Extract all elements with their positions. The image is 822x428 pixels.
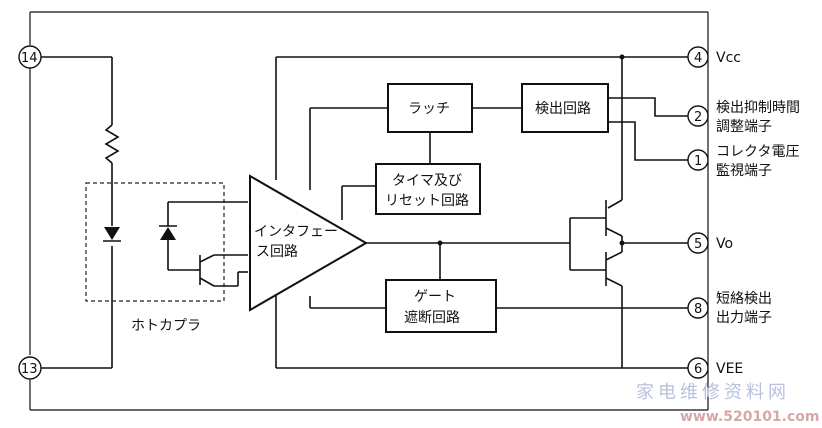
pin-6: 6: [687, 357, 709, 379]
detect-label: 検出回路: [535, 101, 591, 117]
svg-text:8: 8: [694, 302, 702, 317]
watermark-url: www.520101.com: [680, 409, 820, 425]
label-detect-time-2: 調整端子: [716, 119, 772, 135]
interface-label-2: ス回路: [256, 244, 298, 260]
internal-wiring: [309, 107, 688, 309]
latch-label: ラッチ: [408, 101, 450, 117]
pin-1: 1: [687, 149, 709, 171]
gate-block: [385, 279, 497, 333]
svg-text:6: 6: [694, 362, 702, 377]
detect-block: [521, 83, 609, 133]
svg-text:2: 2: [694, 110, 702, 125]
pin-13: 13: [18, 356, 42, 380]
latch-block: [387, 83, 473, 133]
timer-reset-block: [375, 163, 481, 215]
output-transistors: [569, 57, 688, 368]
photocoupler-label: ホトカプラ: [131, 318, 201, 334]
pin-8: 8: [687, 297, 709, 319]
label-vcc: Vcc: [716, 50, 741, 66]
pin-5: 5: [687, 232, 709, 254]
svg-text:4: 4: [694, 51, 702, 66]
svg-text:1: 1: [694, 154, 702, 169]
pin-2: 2: [687, 105, 709, 127]
phototransistor-symbol: [196, 254, 248, 287]
label-collector-1: コレクタ電圧: [716, 144, 799, 160]
timer-label-1: タイマ及び: [392, 173, 462, 189]
gate-label-2: 遮断回路: [404, 310, 460, 326]
input-wiring: [41, 56, 120, 369]
gate-label-1: ゲート: [414, 289, 456, 305]
label-detect-time-1: 検出抑制時間: [716, 100, 800, 116]
svg-text:5: 5: [694, 237, 702, 252]
photodiode-symbol: [159, 201, 248, 271]
junction-vo-gate: [437, 240, 443, 246]
junction-vo: [619, 240, 625, 246]
label-vo: Vo: [716, 236, 733, 252]
svg-text:14: 14: [21, 51, 38, 66]
pin-4: 4: [687, 46, 709, 68]
ic-inner-boundary: [275, 56, 688, 369]
label-short-2: 出力端子: [716, 310, 772, 326]
led-symbol: [103, 227, 121, 242]
package-outline: [29, 11, 709, 411]
interface-amplifier: [249, 174, 368, 312]
watermark-cn: 家电维修资料网: [636, 382, 790, 403]
pin-14: 14: [18, 45, 42, 69]
interface-label-1: インタフェー: [254, 224, 338, 240]
photocoupler-box: [85, 182, 225, 302]
label-collector-2: 監視端子: [716, 162, 772, 179]
label-short-1: 短絡検出: [716, 291, 772, 307]
detect-pin-wiring: [608, 97, 688, 161]
label-vee: VEE: [716, 361, 743, 377]
svg-text:13: 13: [21, 362, 38, 377]
timer-label-2: リセット回路: [385, 193, 469, 209]
